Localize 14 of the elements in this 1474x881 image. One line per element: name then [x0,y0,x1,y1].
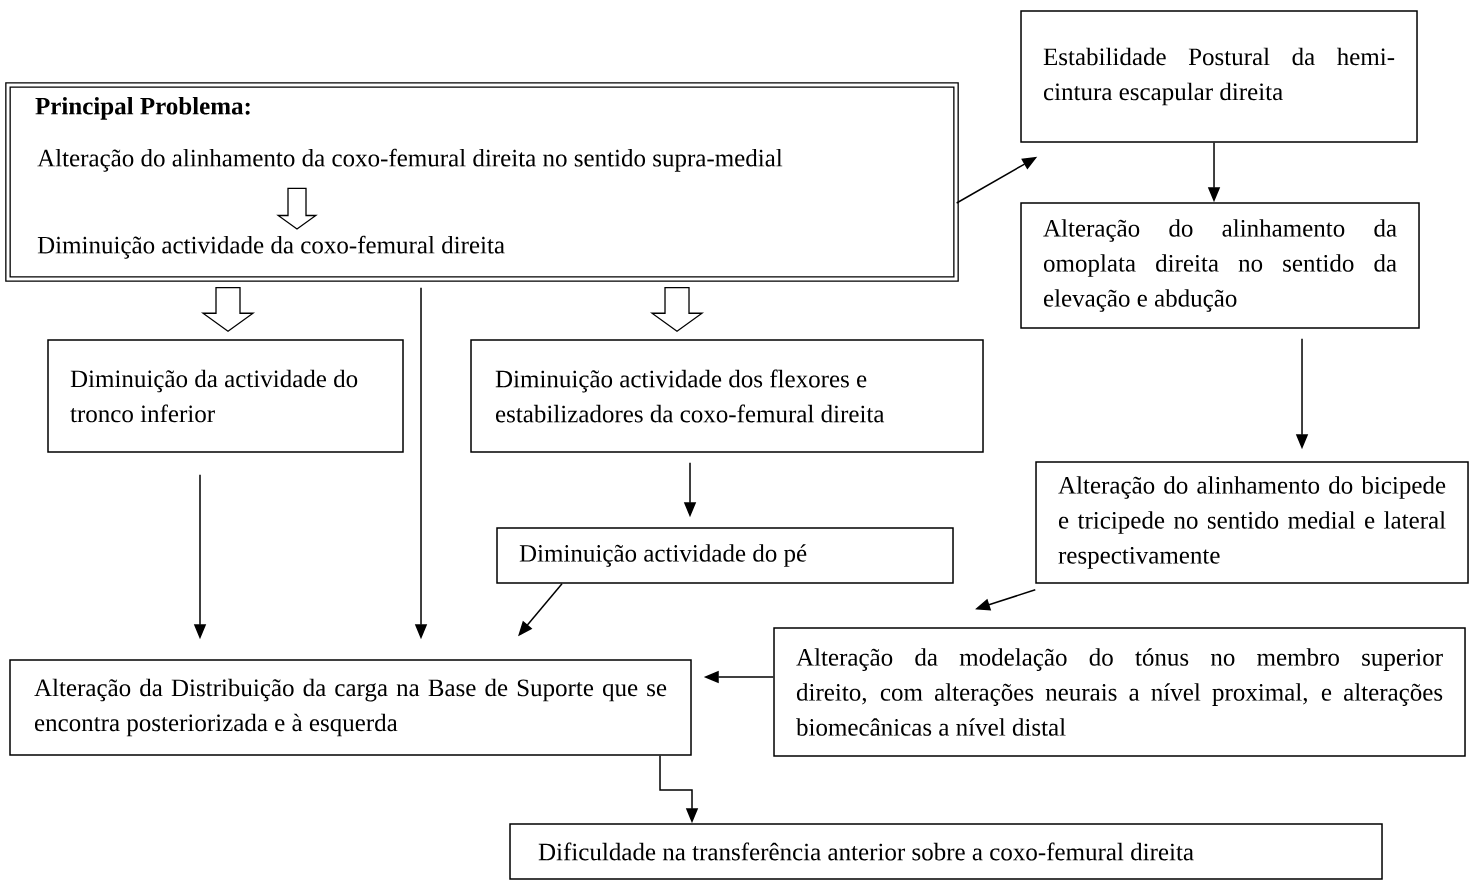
block-arrow [201,287,256,333]
process-box: Alteração do alinhamento do bicipede e tricipede no sentido medial e lateral respectivamente [1035,461,1469,584]
statement-text: Diminuição actividade da coxo-femural direita [37,235,505,259]
process-box: Diminuição da actividade do tronco inferior [47,339,404,453]
process-box: Alteração da Distribuição da carga na Base de Suporte que se encontra posteriorizada e à esquerda [9,659,692,756]
process-box: Diminuição actividade dos flexores e estabilizadores da coxo-femural direita [470,339,984,453]
statement-text: Alteração do alinhamento da coxo-femural direita no sentido supra-medial [37,148,783,172]
process-box: Dificuldade na transferência anterior sobre a coxo-femural direita [509,823,1383,880]
process-box: Estabilidade Postural da hemi-cintura escapular direita [1020,10,1418,143]
process-box: Diminuição actividade do pé [496,527,954,584]
block-arrow [276,187,318,230]
block-arrow [650,287,705,333]
process-box: Alteração do alinhamento da omoplata direita no sentido da elevação e abdução [1020,202,1420,329]
process-box: Alteração da modelação do tónus no membro superior direito, com alterações neurais a nível proximal, e alterações biomecânicas a nível distal [773,627,1466,757]
